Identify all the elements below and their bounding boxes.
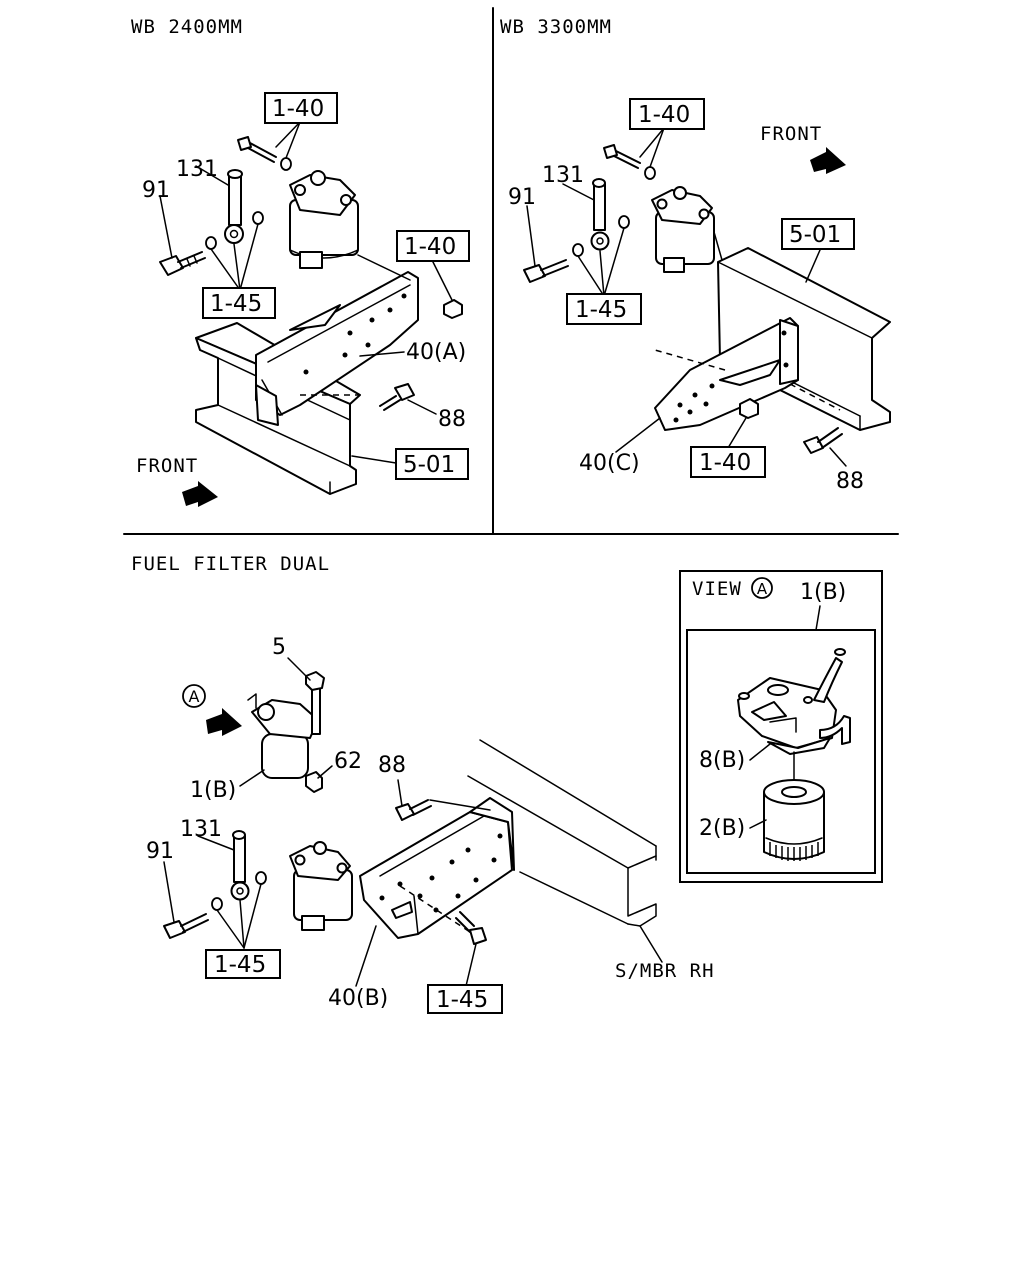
- label-40b: 40(B): [328, 986, 388, 1011]
- callout-1-40: 1-40: [638, 102, 690, 128]
- label-88: 88: [378, 753, 406, 778]
- label-88: 88: [836, 469, 864, 494]
- label-91: 91: [508, 185, 536, 210]
- bolt-icon: [523, 259, 569, 283]
- nut-icon: [305, 771, 323, 793]
- bracket-icon: [654, 317, 841, 431]
- washer-icon: [572, 243, 584, 257]
- eye-bolt-icon: [230, 830, 250, 901]
- nut-icon: [443, 299, 463, 319]
- callout-1-45: 1-45: [575, 297, 627, 323]
- callout-1-40: 1-40: [404, 234, 456, 260]
- callout-box: [205, 949, 281, 979]
- callout-5-01: 5-01: [789, 222, 841, 248]
- nut-icon: [739, 398, 759, 419]
- callout-box: [264, 92, 338, 124]
- bolt-icon: [603, 144, 641, 169]
- fuel-filter-icon: [247, 671, 325, 779]
- view-title-marker-text: A: [757, 580, 768, 598]
- label-131: 131: [180, 817, 222, 842]
- washer-icon: [280, 157, 292, 171]
- bolt-icon: [237, 136, 277, 163]
- callout-box: [629, 98, 705, 130]
- washer-icon: [211, 897, 223, 911]
- callout-box: [690, 446, 766, 478]
- label-62: 62: [334, 749, 362, 774]
- bolt-icon: [163, 913, 209, 939]
- bolt-icon: [395, 799, 432, 821]
- bolt-icon: [455, 911, 487, 945]
- label-91: 91: [146, 839, 174, 864]
- washer-icon: [255, 871, 267, 885]
- callout-1-40: 1-40: [272, 96, 324, 122]
- filter-cartridge-icon: [763, 779, 825, 861]
- callout-1-45: 1-45: [214, 952, 266, 978]
- bolt-icon: [379, 383, 415, 411]
- callout-box: [395, 448, 469, 480]
- bracket-icon: [359, 797, 515, 939]
- label-1b: 1(B): [800, 580, 846, 605]
- eye-bolt-icon: [590, 178, 610, 251]
- washer-icon: [618, 215, 630, 229]
- callout-box: [396, 230, 470, 262]
- bolt-icon: [803, 427, 843, 454]
- frame-rail-icon: [467, 739, 657, 927]
- callout-1-45: 1-45: [210, 291, 262, 317]
- callout-box: [202, 287, 276, 319]
- marker-a: A: [189, 687, 200, 706]
- front-arrow-icon: [810, 147, 846, 174]
- filter-head-icon: [737, 648, 851, 755]
- label-smbr-rh: S/MBR RH: [615, 960, 715, 982]
- fuel-filter-icon: [289, 841, 353, 931]
- wb3300-assembly: [523, 127, 891, 467]
- callout-box: [566, 293, 642, 325]
- view-title-marker: [751, 577, 773, 599]
- title-wb-2400: WB 2400MM: [131, 16, 243, 38]
- label-91: 91: [142, 178, 170, 203]
- eye-bolt-icon: [224, 169, 244, 244]
- fuel-filter-icon: [651, 186, 723, 273]
- label-131: 131: [542, 163, 584, 188]
- washer-icon: [205, 236, 217, 250]
- label-5: 5: [272, 635, 286, 660]
- label-131: 131: [176, 157, 218, 182]
- callout-5-01: 5-01: [403, 452, 455, 478]
- callout-box: [781, 218, 855, 250]
- fuel-filter-icon: [289, 170, 411, 281]
- label-88: 88: [438, 407, 466, 432]
- washer-icon: [252, 211, 264, 225]
- bolt-icon: [159, 251, 206, 276]
- washer-icon: [644, 166, 656, 180]
- label-8b: 8(B): [699, 748, 745, 773]
- label-2b: 2(B): [699, 816, 745, 841]
- callout-1-40: 1-40: [699, 450, 751, 476]
- dual-filter-assembly: [163, 657, 663, 987]
- label-1b: 1(B): [190, 778, 236, 803]
- callout-box: [427, 984, 503, 1014]
- label-40c: 40(C): [579, 451, 640, 476]
- view-arrow-icon: [206, 708, 242, 736]
- view-title: VIEW: [692, 578, 742, 600]
- callout-1-45: 1-45: [436, 987, 488, 1013]
- view-a-marker: [182, 684, 206, 708]
- title-wb-3300: WB 3300MM: [500, 16, 612, 38]
- wb2400-assembly: [159, 121, 463, 507]
- title-fuel-filter-dual: FUEL FILTER DUAL: [131, 553, 330, 575]
- front-label: FRONT: [136, 455, 198, 477]
- label-40a: 40(A): [406, 340, 466, 365]
- front-label: FRONT: [760, 123, 822, 145]
- view-inner-frame: [686, 629, 876, 874]
- front-arrow-icon: [182, 481, 218, 507]
- view-a-inset: VIEW A 1(B): [679, 570, 883, 883]
- bracket-icon: [255, 271, 419, 426]
